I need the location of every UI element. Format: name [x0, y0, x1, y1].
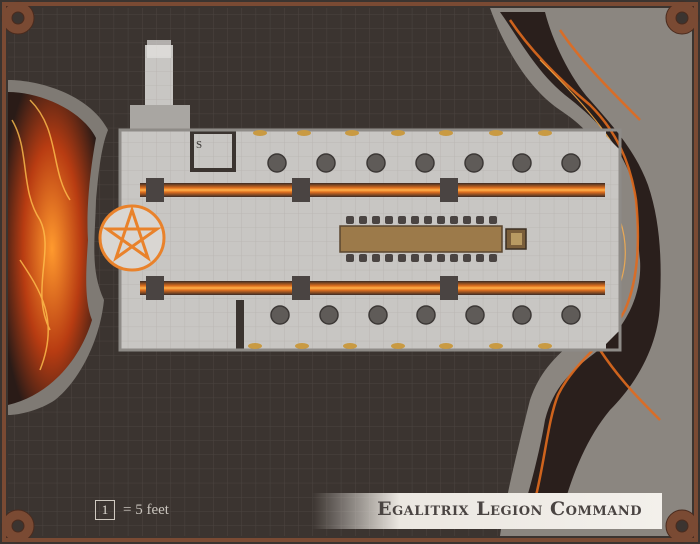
war-table — [339, 216, 527, 262]
south-lava-channel — [140, 281, 605, 295]
pentagram-apse — [98, 180, 175, 295]
map-title: Egalitrix Legion Command — [377, 498, 642, 520]
pillar-icon — [270, 305, 290, 325]
pentagram-icon — [98, 204, 166, 272]
pillar-icon — [319, 305, 339, 325]
scale-unit-box: 1 — [95, 500, 115, 520]
brazier-icon — [391, 343, 405, 349]
corridor-light — [147, 40, 171, 58]
scale-legend: 1 = 5 feet — [95, 499, 169, 521]
pillar-icon — [416, 305, 436, 325]
pillar-icon — [366, 153, 386, 173]
pillar-icon — [561, 305, 581, 325]
south-braziers — [248, 343, 552, 349]
north-braziers — [253, 130, 552, 136]
pillar-icon — [465, 305, 485, 325]
brazier-icon — [538, 130, 552, 136]
pillar-icon — [464, 153, 484, 173]
scale-text: = 5 feet — [123, 501, 169, 518]
pillar-icon — [267, 153, 287, 173]
title-banner: Egalitrix Legion Command — [312, 493, 662, 529]
chair-row-south — [346, 254, 497, 262]
pillar-icon — [561, 153, 581, 173]
north-lava-channel — [140, 183, 605, 197]
side-room — [194, 134, 232, 168]
pillar-icon — [415, 153, 435, 173]
brazier-icon — [439, 130, 453, 136]
left-lava-cave — [8, 80, 108, 415]
south-pillars — [270, 305, 581, 325]
pillar-icon — [316, 153, 336, 173]
brazier-icon — [295, 343, 309, 349]
brazier-icon — [343, 343, 357, 349]
brazier-icon — [439, 343, 453, 349]
secret-door-marker: S — [196, 139, 202, 151]
brazier-icon — [489, 130, 503, 136]
brazier-icon — [345, 130, 359, 136]
pillar-icon — [512, 305, 532, 325]
pillar-icon — [512, 153, 532, 173]
brazier-icon — [489, 343, 503, 349]
brazier-icon — [297, 130, 311, 136]
chair-row-north — [346, 216, 497, 224]
brazier-icon — [248, 343, 262, 349]
brazier-icon — [391, 130, 405, 136]
brazier-icon — [253, 130, 267, 136]
north-pillars — [267, 153, 581, 173]
brazier-icon — [538, 343, 552, 349]
pillar-icon — [368, 305, 388, 325]
lava-bridges — [146, 178, 458, 300]
